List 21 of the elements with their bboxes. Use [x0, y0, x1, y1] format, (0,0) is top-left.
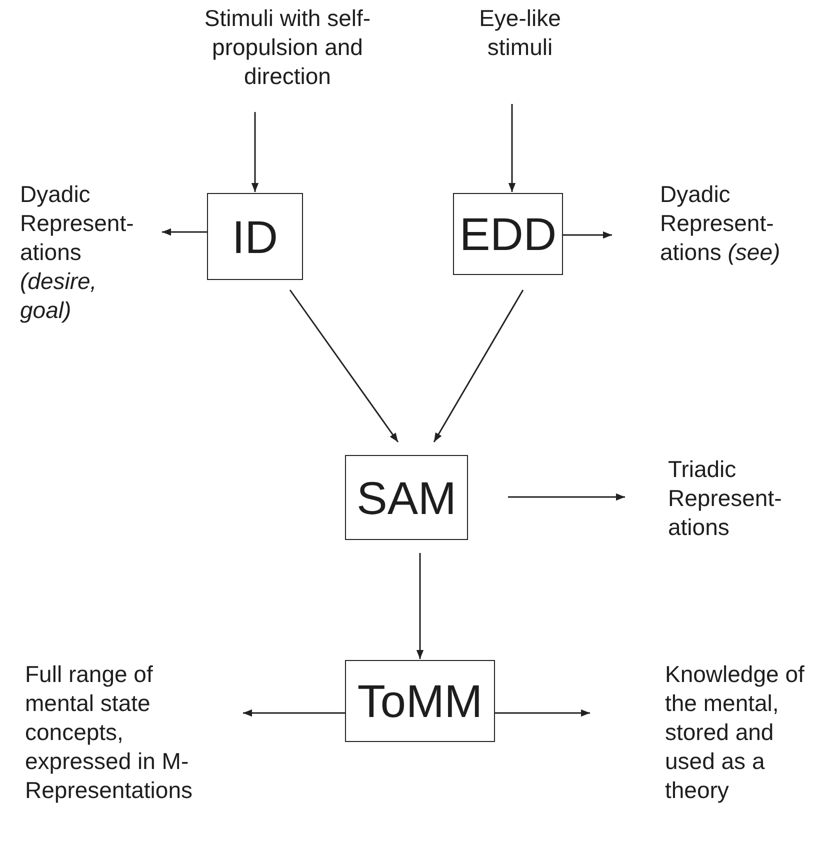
- arrow: [251, 112, 259, 192]
- process-box: EDD: [453, 193, 563, 275]
- arrow: [508, 493, 625, 501]
- text-label: Triadic Represent- ations: [668, 455, 803, 542]
- process-box: SAM: [345, 455, 468, 540]
- text-label: Dyadic Represent- ations (see): [660, 180, 790, 267]
- arrow: [289, 290, 399, 442]
- arrow: [508, 104, 516, 192]
- arrow: [162, 228, 207, 236]
- process-box: ToMM: [345, 660, 495, 742]
- arrow: [433, 290, 524, 442]
- arrow: [416, 553, 424, 659]
- text-label: Full range of mental state concepts, expressed in M- Representations: [25, 660, 220, 805]
- text-label: Dyadic Represent- ations (desire, goal): [20, 180, 150, 325]
- text-label: Eye-like stimuli: [465, 4, 575, 62]
- text-label: Knowledge of the mental, stored and used as a theory: [665, 660, 815, 805]
- text-label: Stimuli with self-propulsion and direction: [200, 4, 375, 91]
- arrow: [243, 709, 345, 717]
- arrow: [563, 231, 612, 239]
- process-box: ID: [207, 193, 303, 280]
- arrow: [495, 709, 590, 717]
